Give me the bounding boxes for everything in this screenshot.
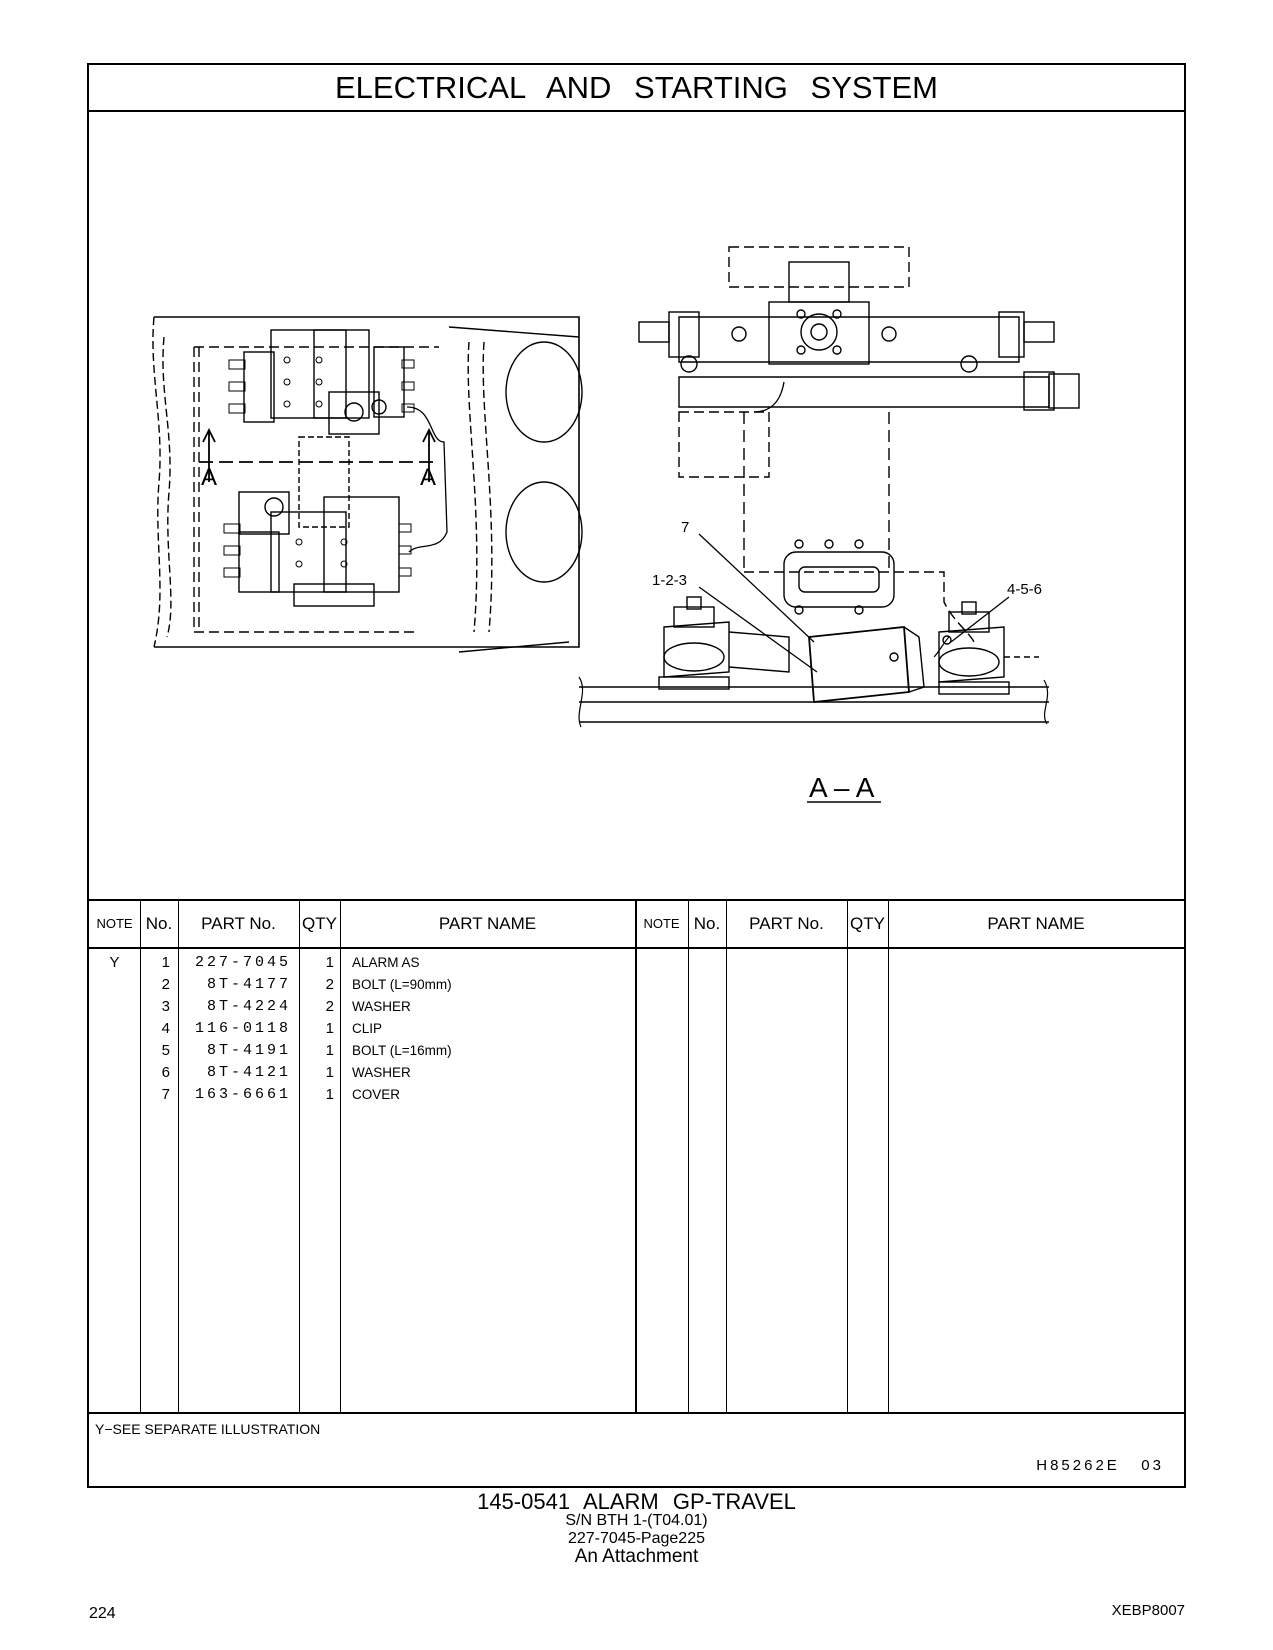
row-qty: 1 <box>325 1020 334 1037</box>
col-divider <box>340 901 341 1412</box>
row-no: 5 <box>161 1042 170 1059</box>
col-divider <box>688 901 689 1412</box>
table-row: 7 163-6661 1 COVER <box>89 1083 635 1106</box>
header-qty: QTY <box>302 914 337 933</box>
row-note <box>89 995 140 1018</box>
section-marker-left: A <box>201 464 217 491</box>
row-part-no: 8T-4191 <box>206 1042 291 1059</box>
col-divider <box>178 901 179 1412</box>
row-part-no: 8T-4224 <box>206 998 291 1015</box>
row-part-no: 8T-4177 <box>206 976 291 993</box>
row-part-no: 116-0118 <box>194 1020 291 1037</box>
table-row: 4 116-0118 1 CLIP <box>89 1017 635 1040</box>
caption-group-title: 145-0541 ALARM GP-TRAVEL <box>477 1489 796 1514</box>
left-view <box>152 316 583 653</box>
row-no: 7 <box>161 1086 170 1103</box>
row-qty: 1 <box>325 1064 334 1081</box>
footnote: Y−SEE SEPARATE ILLUSTRATION <box>95 1421 321 1437</box>
row-no: 4 <box>161 1020 170 1037</box>
left-mount <box>658 596 790 690</box>
row-note <box>89 973 140 996</box>
caption-attachment: An Attachment <box>574 1546 699 1567</box>
row-no: 2 <box>161 976 170 993</box>
row-no: 1 <box>161 954 170 971</box>
row-part-name: ALARM AS <box>352 955 420 970</box>
header-qty-right: QTY <box>850 914 885 933</box>
header-note-right: NOTE <box>643 916 680 931</box>
table-row: 6 8T-4121 1 WASHER <box>89 1061 635 1084</box>
col-divider <box>726 901 727 1412</box>
row-qty: 1 <box>325 1042 334 1059</box>
row-note <box>89 1017 140 1040</box>
row-qty: 1 <box>325 1086 334 1103</box>
document-id: XEBP8007 <box>1111 1602 1185 1619</box>
row-qty: 2 <box>325 998 334 1015</box>
illustration-svg: A A 7 1-2-3 4-5-6 A – A <box>152 246 1080 803</box>
illustration-code: H85262E 03 <box>1036 1457 1164 1474</box>
header-no: No. <box>145 914 173 933</box>
row-qty: 1 <box>325 954 334 971</box>
section-marker-right: A <box>420 464 436 491</box>
right-view <box>578 246 1080 803</box>
table-row: Y 1 227-7045 1 ALARM AS <box>89 951 635 974</box>
table-row: 2 8T-4177 2 BOLT (L=90mm) <box>89 973 635 996</box>
header-no-right: No. <box>693 914 721 933</box>
section-title: A – A <box>809 772 875 803</box>
header-note: NOTE <box>96 916 133 931</box>
table-row: 5 8T-4191 1 BOLT (L=16mm) <box>89 1039 635 1062</box>
callout-4-5-6: 4-5-6 <box>1007 581 1042 598</box>
table-row: 3 8T-4224 2 WASHER <box>89 995 635 1018</box>
header-part-name: PART NAME <box>438 914 537 933</box>
col-divider <box>299 901 300 1412</box>
row-note <box>89 1039 140 1062</box>
page-number: 224 <box>89 1605 116 1622</box>
col-divider <box>140 901 141 1412</box>
row-note <box>89 1083 140 1106</box>
header-part-no-right: PART No. <box>749 914 824 933</box>
col-divider <box>847 901 848 1412</box>
parts-table: NOTE No. PART No. QTY PART NAME NOTE No.… <box>89 899 1184 1414</box>
page-title: ELECTRICAL AND STARTING SYSTEM <box>89 65 1184 112</box>
row-part-name: CLIP <box>352 1021 383 1036</box>
row-part-name: COVER <box>352 1087 401 1102</box>
row-part-no: 227-7045 <box>194 954 291 971</box>
row-part-name: BOLT (L=90mm) <box>352 977 452 992</box>
row-part-name: BOLT (L=16mm) <box>352 1043 452 1058</box>
caption-serial: S/N BTH 1-(T04.01) <box>565 1512 708 1529</box>
callout-7: 7 <box>681 519 689 536</box>
col-divider <box>888 901 889 1412</box>
row-qty: 2 <box>325 976 334 993</box>
row-part-name: WASHER <box>352 1065 411 1080</box>
row-no: 6 <box>161 1064 170 1081</box>
row-part-no: 163-6661 <box>194 1086 291 1103</box>
parts-illustration: A A 7 1-2-3 4-5-6 A – A <box>89 112 1184 899</box>
col-divider-center <box>635 901 637 1412</box>
page-frame: ELECTRICAL AND STARTING SYSTEM <box>87 63 1186 1488</box>
row-note <box>89 1061 140 1084</box>
row-no: 3 <box>161 998 170 1015</box>
caption-reference: 227-7045-Page225 <box>567 1530 705 1547</box>
row-part-name: WASHER <box>352 999 411 1014</box>
right-mount <box>933 601 1010 695</box>
callout-1-2-3: 1-2-3 <box>652 572 687 589</box>
header-part-name-right: PART NAME <box>987 914 1085 933</box>
row-part-no: 8T-4121 <box>206 1064 291 1081</box>
row-note: Y <box>109 954 120 971</box>
header-part-no: PART No. <box>201 914 276 933</box>
